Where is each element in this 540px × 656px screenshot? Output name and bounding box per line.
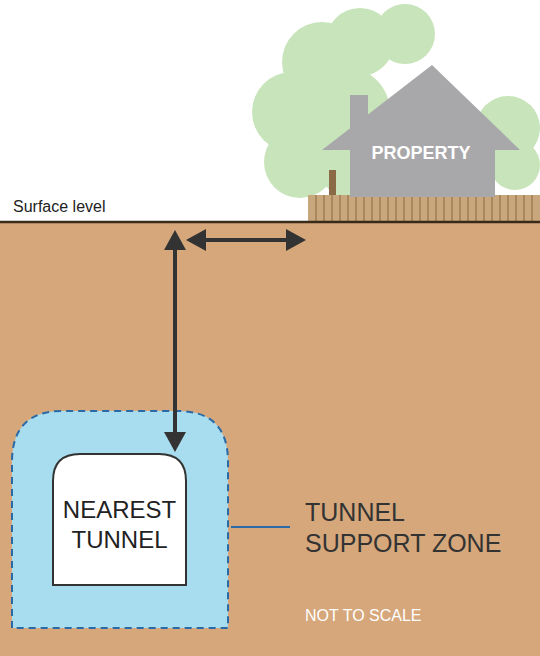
support-zone — [12, 411, 228, 628]
trees — [252, 4, 540, 198]
tree-trunk — [329, 170, 336, 198]
distance-arrow — [186, 229, 306, 251]
surface-line — [0, 221, 540, 224]
node-text: PROPERTY — [320, 138, 522, 168]
property-house-outline — [320, 62, 522, 197]
property-house: PROPERTY — [320, 62, 522, 197]
surface-label: Surface level — [13, 197, 213, 217]
ground — [0, 222, 540, 656]
fence — [308, 195, 540, 222]
leader-line — [231, 526, 290, 528]
scale-note: NOT TO SCALE — [305, 606, 505, 626]
depth-arrow — [164, 230, 186, 452]
node-text: NEAREST TUNNEL — [52, 495, 187, 555]
zone-label: TUNNEL SUPPORT ZONE — [305, 497, 515, 559]
tunnel-box: NEAREST TUNNEL — [52, 453, 187, 586]
